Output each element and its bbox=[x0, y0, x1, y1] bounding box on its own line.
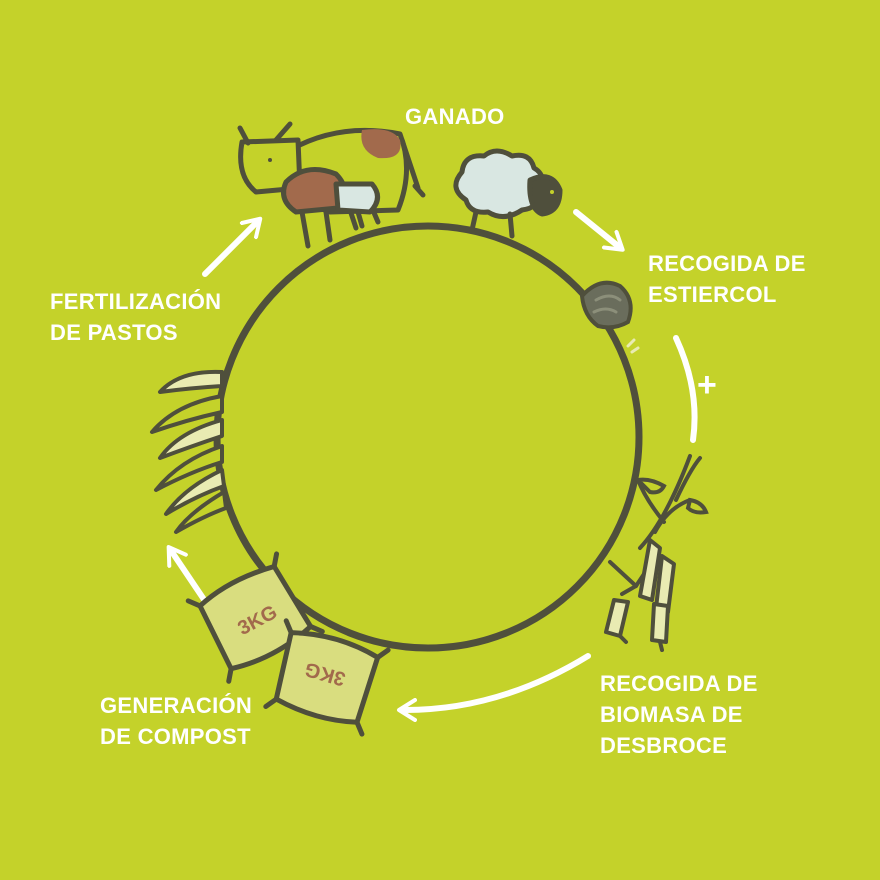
stage-label-compost: GENERACIÓN DE COMPOST bbox=[100, 693, 253, 749]
combine-plus-sign: + bbox=[697, 366, 717, 404]
manure-icon bbox=[579, 280, 640, 354]
stage-label-ganado: GANADO bbox=[405, 104, 505, 129]
stage-label-fertilizacion: FERTILIZACIÓN DE PASTOS bbox=[50, 289, 222, 345]
arrow-biomasa-to-compost bbox=[397, 653, 591, 722]
compost-bag-icon: 3KG bbox=[185, 551, 325, 684]
bracket-arc bbox=[673, 335, 698, 443]
arrow-ganado-to-estiercol bbox=[573, 209, 625, 252]
arrow-fertilizacion-to-ganado bbox=[202, 216, 263, 277]
calf-icon bbox=[281, 167, 380, 249]
sheep-icon bbox=[453, 148, 563, 239]
stage-label-estiercol: RECOGIDA DE ESTIERCOL bbox=[648, 251, 806, 307]
compost-bag-icon: 3KG bbox=[263, 618, 391, 737]
grass-icon bbox=[150, 369, 228, 534]
stage-label-biomasa: RECOGIDA DE BIOMASA DE DESBROCE bbox=[600, 671, 758, 758]
arrow-compost-to-fertilizacion bbox=[166, 545, 210, 607]
cut-shrub-icon bbox=[604, 538, 676, 652]
branch-icon bbox=[633, 454, 709, 550]
